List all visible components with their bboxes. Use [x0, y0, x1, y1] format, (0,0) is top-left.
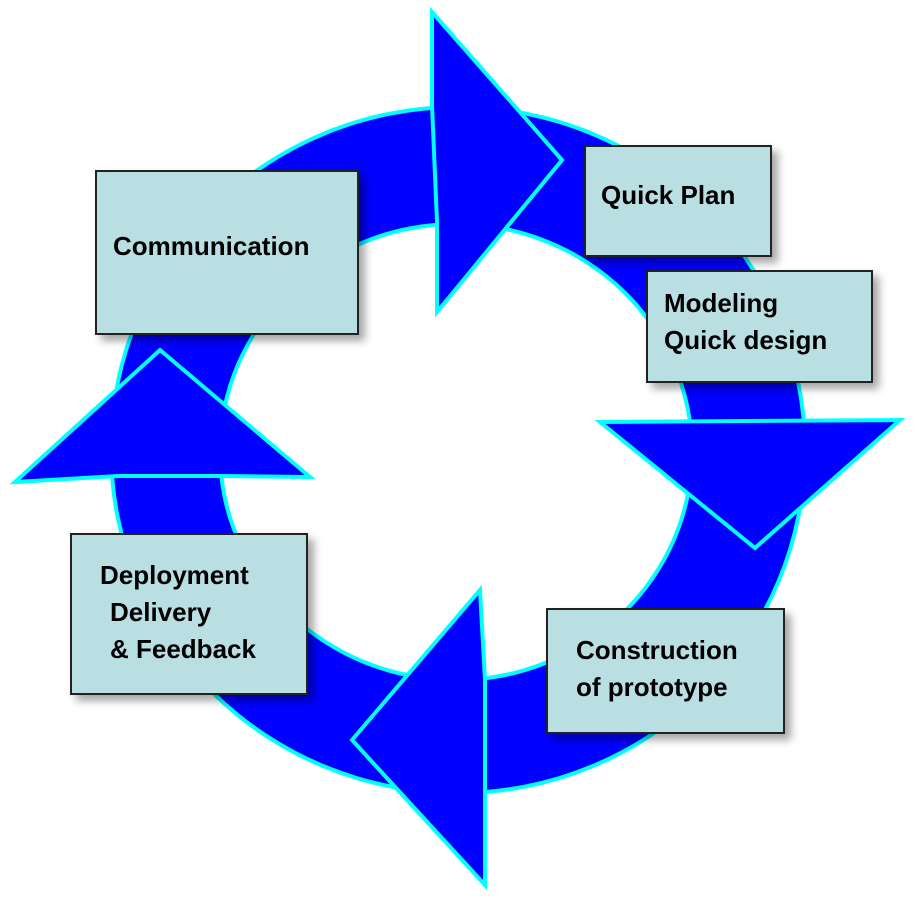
- stage-label-line1: Deployment: [100, 560, 249, 590]
- stage-label-line1: Modeling: [664, 288, 779, 318]
- stage-label: Quick Plan: [601, 180, 736, 210]
- stage-label-line2: Quick design: [664, 325, 828, 355]
- arrowhead-bottom-left: [349, 584, 487, 891]
- stage-label-line2: of prototype: [576, 672, 728, 702]
- arrowhead-right-down: [594, 417, 906, 551]
- arrowhead-left-up: [9, 347, 316, 485]
- stage-modeling: Modeling Quick design: [646, 270, 873, 383]
- stage-quick-plan: Quick Plan: [584, 145, 772, 257]
- stage-communication: Communication: [95, 170, 359, 335]
- stage-deployment: Deployment Delivery & Feedback: [70, 533, 308, 695]
- stage-label-line1: Construction: [576, 635, 738, 665]
- ring-hole: [222, 226, 690, 678]
- stage-label: Communication: [113, 231, 310, 261]
- arrowhead-top-right: [430, 6, 565, 318]
- stage-label-line3: & Feedback: [110, 634, 256, 664]
- stage-construction: Construction of prototype: [546, 608, 785, 734]
- stage-label-line2: Delivery: [110, 597, 212, 627]
